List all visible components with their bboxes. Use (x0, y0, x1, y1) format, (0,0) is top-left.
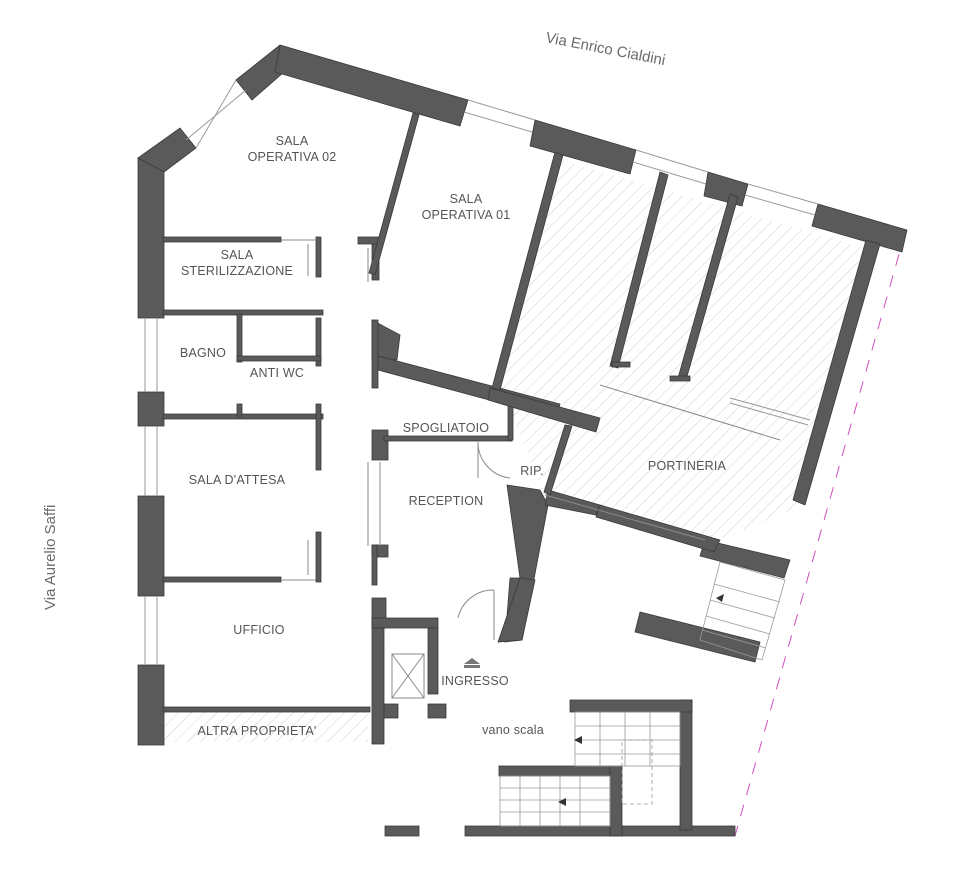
stairs (499, 561, 786, 827)
elevator (391, 653, 425, 699)
label-sala-attesa: SALA D'ATTESA (189, 473, 286, 487)
label-ufficio: UFFICIO (233, 623, 284, 637)
label-sala-sterilizzazione-line2: STERILIZZAZIONE (181, 264, 293, 278)
label-street-north: Via Enrico Cialdini (544, 29, 666, 69)
interior-walls (162, 112, 739, 745)
label-sala-sterilizzazione-line1: SALA (221, 248, 254, 262)
label-portineria: PORTINERIA (648, 459, 727, 473)
hatched-areas (163, 160, 862, 742)
label-sala-operativa-02-line1: SALA (276, 134, 309, 148)
label-sala-operativa-02-line2: OPERATIVA 02 (248, 150, 337, 164)
doors (281, 239, 781, 640)
entrance-marker-icon (464, 658, 480, 668)
label-street-west: Via Aurelio Saffi (42, 505, 59, 610)
label-sala-operativa-01-line1: SALA (450, 192, 483, 206)
label-altra-proprieta: ALTRA PROPRIETA' (197, 724, 316, 738)
label-ingresso: INGRESSO (441, 674, 509, 688)
exterior-walls (137, 44, 908, 837)
label-rip: RIP. (520, 464, 544, 478)
room-labels: SALA OPERATIVA 02 SALA OPERATIVA 01 SALA… (180, 134, 727, 738)
label-sala-operativa-01-line2: OPERATIVA 01 (422, 208, 511, 222)
label-reception: RECEPTION (409, 494, 484, 508)
label-bagno: BAGNO (180, 346, 226, 360)
label-spogliatoio: SPOGLIATOIO (403, 421, 490, 435)
label-anti-wc: ANTI WC (250, 366, 304, 380)
windows (144, 79, 819, 665)
label-vano-scala: vano scala (482, 723, 544, 737)
